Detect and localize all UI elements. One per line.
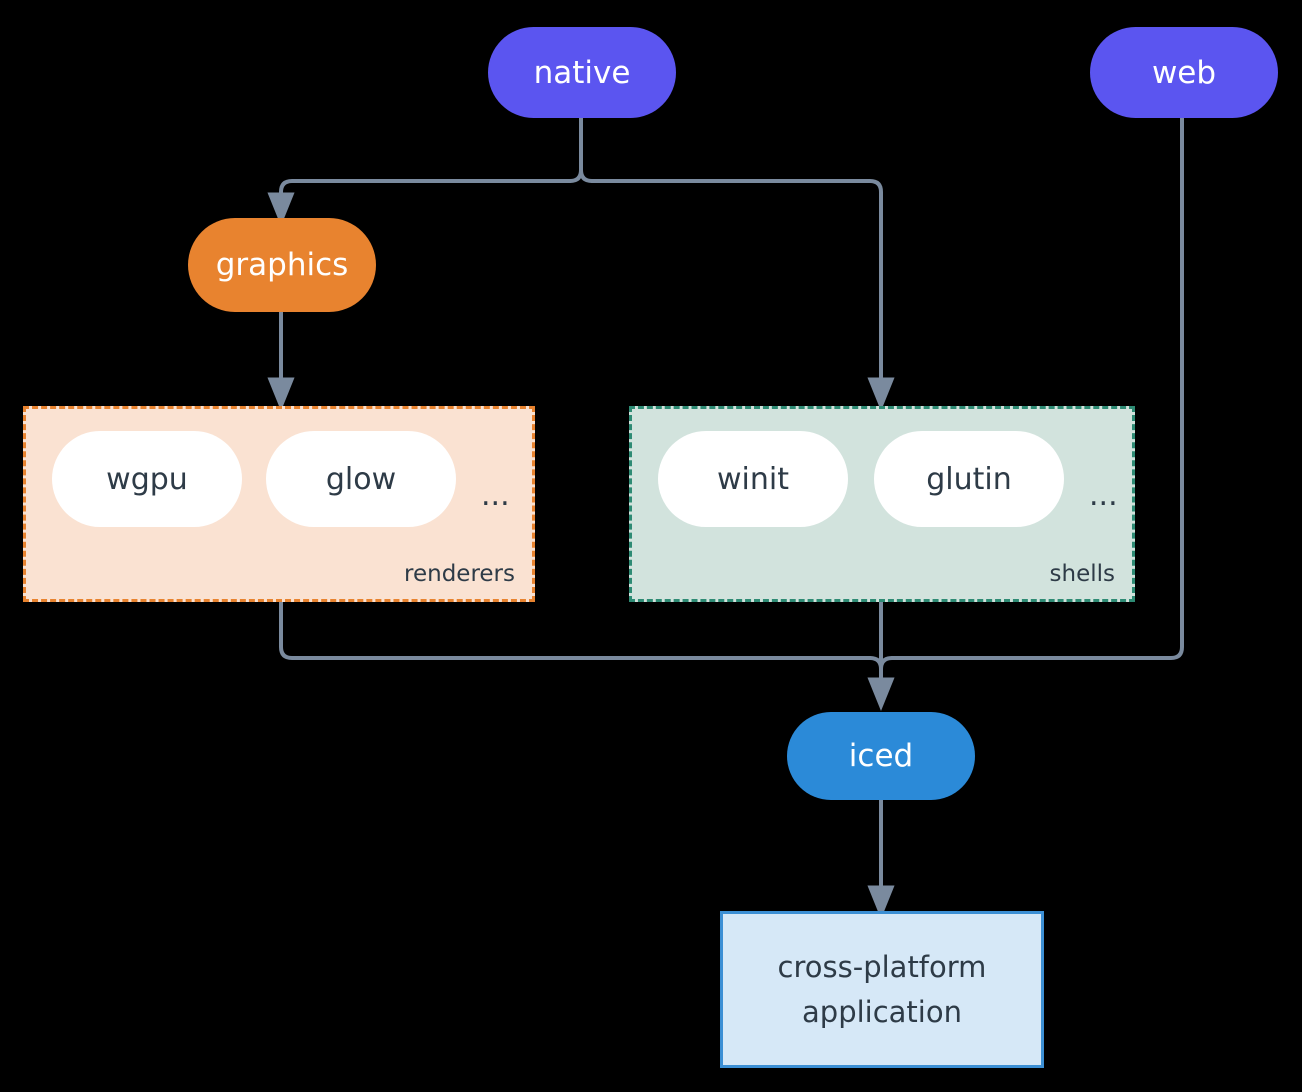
node-iced-label: iced: [848, 738, 914, 774]
node-web-label: web: [1151, 54, 1217, 91]
shells-overflow-ellipsis: ...: [1089, 478, 1118, 513]
group-shells: winit glutin ... shells: [629, 406, 1135, 602]
node-graphics[interactable]: graphics: [188, 218, 376, 312]
node-application-line1: cross-platform: [777, 949, 987, 984]
edge-native-bus-left: [568, 116, 583, 183]
edge-native-to-graphics: [267, 179, 572, 226]
node-application[interactable]: cross-platform application: [720, 911, 1044, 1068]
group-shells-label: shells: [1049, 561, 1115, 587]
edge-merge-right-curve: [879, 656, 894, 671]
node-application-line2: application: [802, 994, 962, 1029]
leaf-winit[interactable]: winit: [658, 431, 848, 527]
leaf-wgpu-label: wgpu: [106, 461, 188, 497]
node-iced[interactable]: iced: [787, 712, 975, 800]
leaf-glow-label: glow: [325, 461, 397, 497]
node-native-label: native: [533, 54, 631, 91]
leaf-winit-label: winit: [717, 461, 789, 497]
edge-merge-left-curve: [868, 656, 883, 671]
leaf-glow[interactable]: glow: [266, 431, 456, 527]
group-renderers: wgpu glow ... renderers: [23, 406, 535, 602]
node-native[interactable]: native: [488, 27, 676, 118]
leaf-glutin-label: glutin: [926, 461, 1012, 497]
leaf-wgpu[interactable]: wgpu: [52, 431, 242, 527]
edge-native-to-shells: [590, 179, 895, 411]
node-graphics-label: graphics: [215, 247, 349, 283]
node-web[interactable]: web: [1090, 27, 1278, 118]
group-renderers-label: renderers: [404, 561, 515, 587]
leaf-glutin[interactable]: glutin: [874, 431, 1064, 527]
edge-renderers-to-iced: [279, 600, 872, 660]
edge-native-bus: [579, 116, 594, 183]
renderers-overflow-ellipsis: ...: [481, 478, 510, 513]
